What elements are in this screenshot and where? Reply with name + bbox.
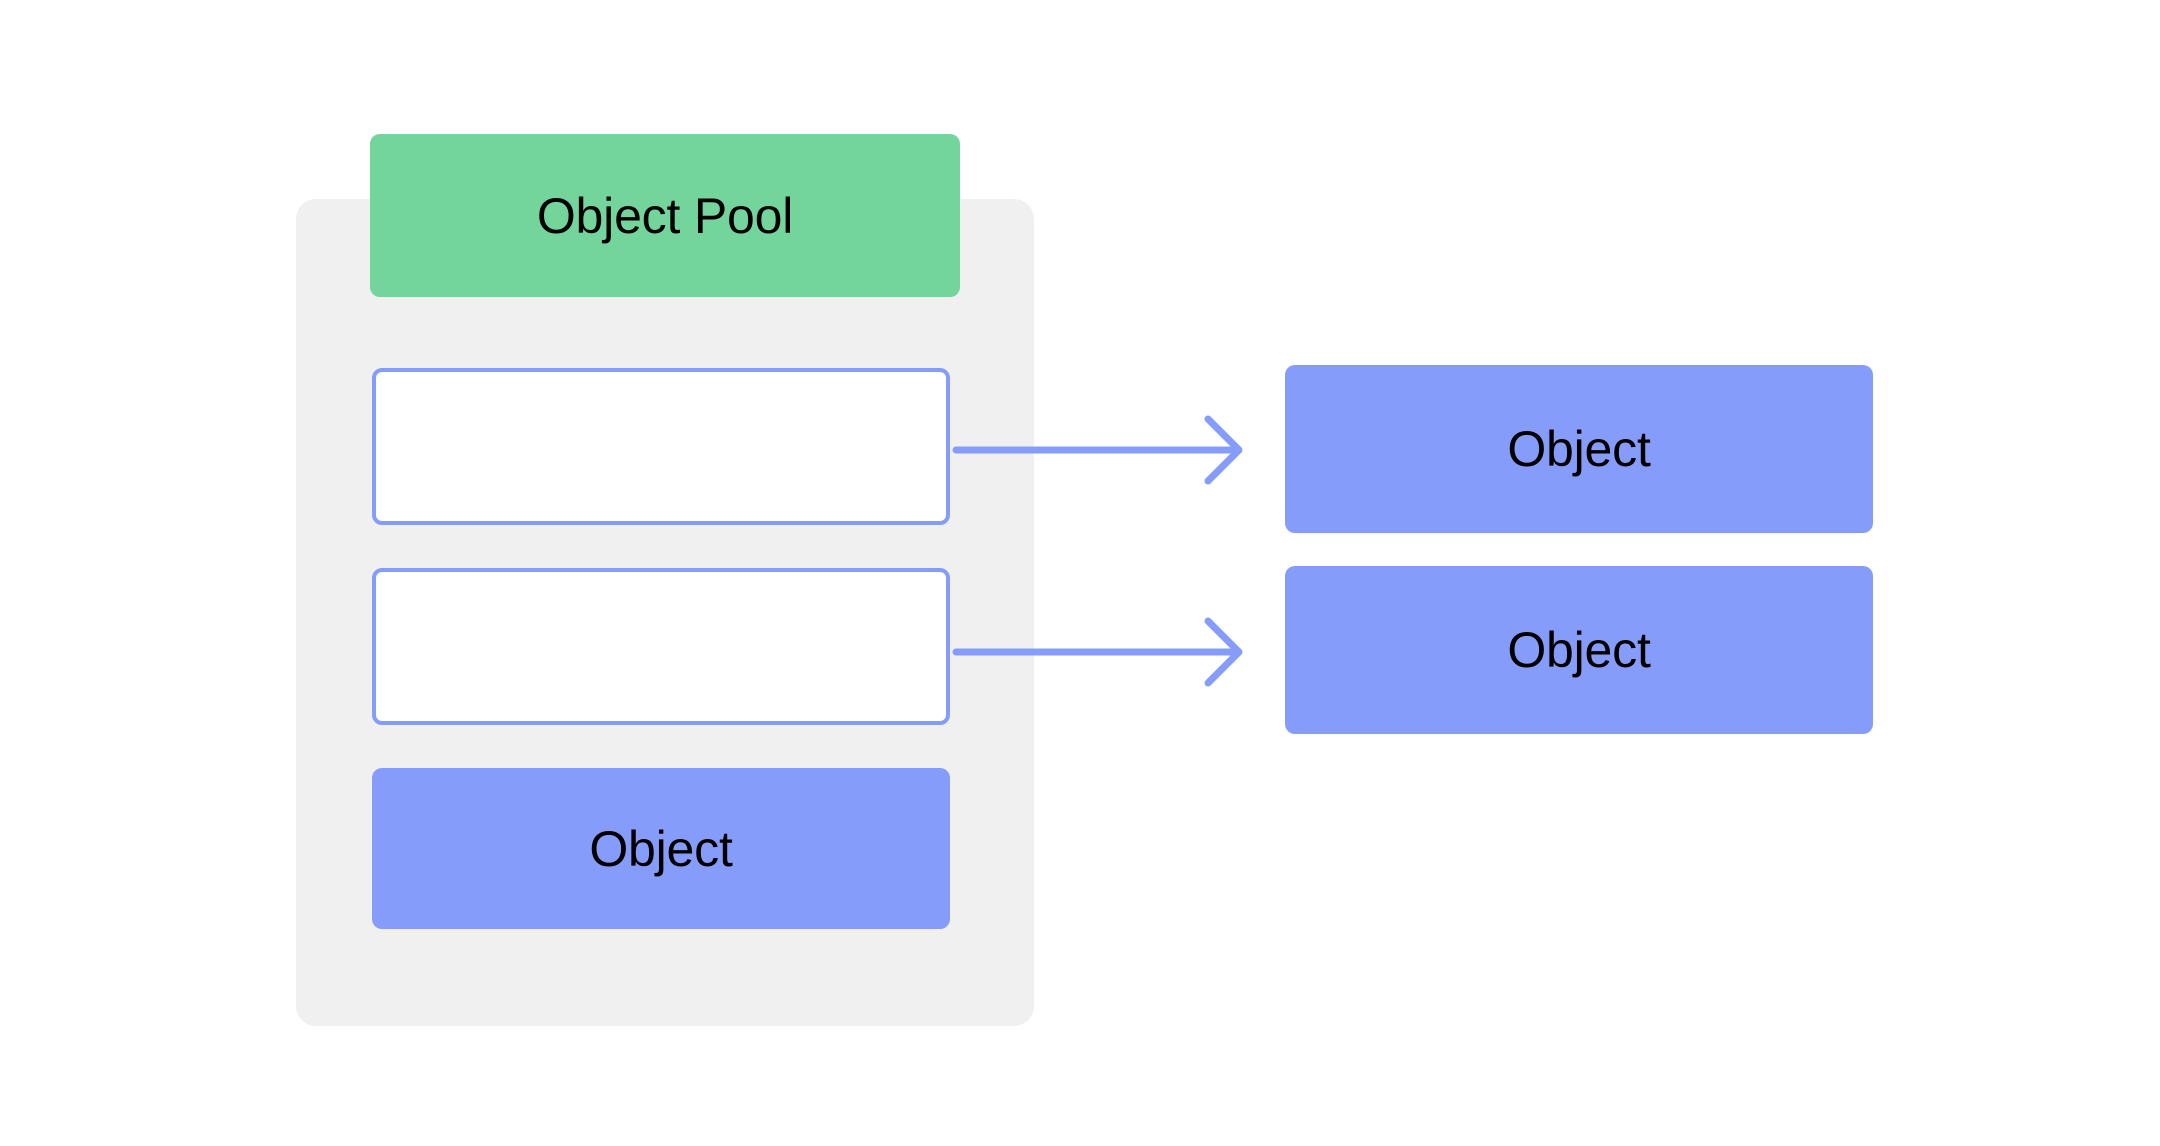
arrowhead-icon-2 xyxy=(1204,617,1243,687)
external-object-card-1[interactable]: Object xyxy=(1285,365,1873,533)
arrowhead-icon-1 xyxy=(1204,415,1243,485)
pool-slot-empty-2[interactable] xyxy=(372,568,950,725)
object-pool-header-card[interactable]: Object Pool xyxy=(370,134,960,297)
external-object-label-2: Object xyxy=(1507,622,1651,678)
external-object-label-1: Object xyxy=(1507,421,1651,477)
pool-object-label: Object xyxy=(589,820,733,877)
pool-slot-empty-1[interactable] xyxy=(372,368,950,525)
pool-slot-filled-object[interactable]: Object xyxy=(372,768,950,929)
external-object-card-2[interactable]: Object xyxy=(1285,566,1873,734)
object-pool-title: Object Pool xyxy=(536,187,794,244)
